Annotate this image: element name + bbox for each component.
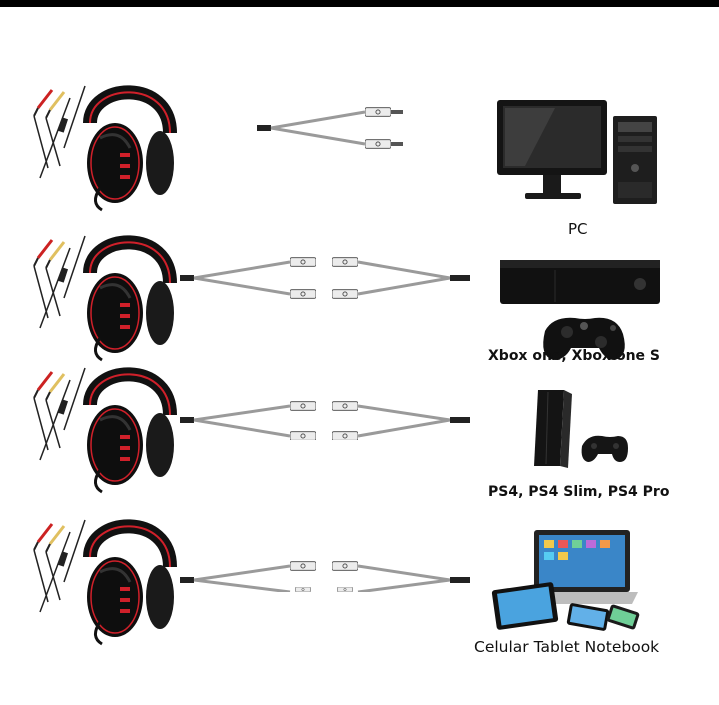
mobile-devices-icon — [491, 530, 640, 631]
compatibility-row-ps4: PS4, PS4 Slim, PS4 Pro — [0, 360, 719, 500]
device-label-mobile: Celular Tablet Notebook — [474, 638, 660, 656]
compatibility-row-mobile: Celular Tablet Notebook — [0, 512, 719, 656]
cable-adapter-icon — [180, 257, 470, 299]
top-frame-bar — [0, 0, 719, 7]
xbox-console-icon — [500, 260, 660, 360]
device-label-xbox: Xbox one, Xbox one S — [488, 348, 660, 364]
ps4-console-icon — [534, 390, 628, 468]
compatibility-row-pc: PC — [0, 78, 719, 238]
headset-icon — [30, 512, 180, 652]
compatibility-row-xbox: Xbox one, Xbox one S — [0, 228, 719, 368]
headset-icon — [30, 78, 180, 218]
device-label-pc: PC — [568, 220, 588, 238]
cable-adapter-icon — [180, 561, 470, 592]
cable-adapter-icon — [180, 401, 470, 440]
pc-icon — [497, 100, 657, 204]
headset-icon — [30, 360, 180, 500]
cable-adapter-icon — [257, 107, 403, 149]
device-label-ps4: PS4, PS4 Slim, PS4 Pro — [488, 484, 670, 500]
headset-icon — [30, 228, 180, 368]
